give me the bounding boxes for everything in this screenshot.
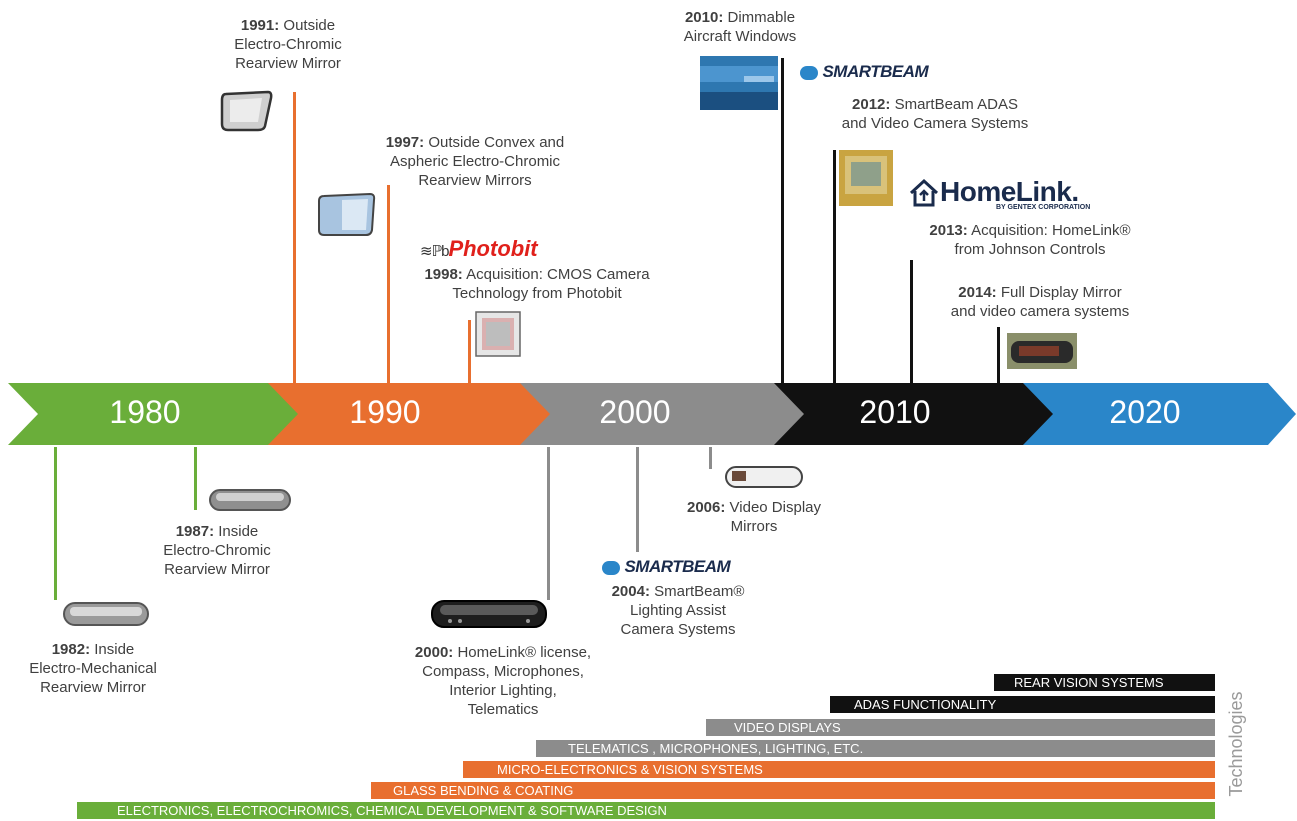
line-2006 <box>709 447 712 469</box>
event-1991: 1991: Outside Electro-Chromic Rearview M… <box>234 17 342 72</box>
event-2010: 2010: Dimmable Aircraft Windows <box>683 9 797 45</box>
decade-1990: 1990 <box>349 394 421 430</box>
smartbeam-logo-2004: SMARTBEAM <box>602 557 731 577</box>
event-1982: 1982: Inside Electro-Mechanical Rearview… <box>29 641 157 696</box>
line-2000 <box>547 447 550 600</box>
line-2004 <box>636 447 639 552</box>
event-1997: 1997: Outside Convex and Aspheric Electr… <box>385 134 565 189</box>
event-1998: 1998: Acquisition: CMOS Camera Technolog… <box>424 266 650 302</box>
arrow-2000 <box>520 383 806 445</box>
decade-1980: 1980 <box>109 394 181 430</box>
tech-bar-rear-vision: REAR VISION SYSTEMS <box>994 674 1215 691</box>
adas-camera-2012-icon <box>839 150 893 206</box>
tech-bar-telematics: TELEMATICS , MICROPHONES, LIGHTING, ETC. <box>536 740 1215 757</box>
decade-2010: 2010 <box>859 394 931 430</box>
line-2010 <box>781 58 784 384</box>
tech-bar-glass-bending: GLASS BENDING & COATING <box>371 782 1215 799</box>
outside-mirror-1991-icon <box>220 90 273 132</box>
technologies-label: Technologies <box>1226 691 1246 797</box>
event-1987: 1987: Inside Electro-Chromic Rearview Mi… <box>163 523 271 578</box>
line-1982 <box>54 447 57 600</box>
event-2004: 2004: SmartBeam® Lighting Assist Camera … <box>611 583 745 638</box>
homelink-mirror-2000-icon <box>431 600 547 628</box>
line-1997 <box>387 185 390 384</box>
event-2006: 2006: Video Display Mirrors <box>687 499 821 535</box>
homelink-logo: HomeLink. BY GENTEX CORPORATION <box>908 176 1090 211</box>
cmos-chip-1998-icon <box>475 311 521 357</box>
interior-mirror-1982-icon <box>63 602 149 626</box>
line-2014 <box>997 327 1000 384</box>
line-2012 <box>833 150 836 384</box>
arrow-1980 <box>8 383 300 445</box>
photobit-logo: ≋ℙbPhotobit <box>420 236 538 261</box>
event-2013: 2013: Acquisition: HomeLink® from Johnso… <box>929 222 1131 258</box>
tech-bar-video-displays: VIDEO DISPLAYS <box>706 719 1215 736</box>
event-2012: 2012: SmartBeam ADAS and Video Camera Sy… <box>841 96 1029 132</box>
smartbeam-logo-2012: SMARTBEAM <box>800 62 929 82</box>
full-display-mirror-2014-icon <box>1007 333 1077 369</box>
event-2000: 2000: HomeLink® license, Compass, Microp… <box>414 644 592 718</box>
video-display-mirror-2006-icon <box>725 466 803 488</box>
interior-mirror-1987-icon <box>209 489 291 511</box>
outside-mirror-1997-icon <box>318 192 376 236</box>
decade-2020: 2020 <box>1109 394 1181 430</box>
aircraft-window-2010-icon <box>700 56 778 110</box>
line-1987 <box>194 447 197 510</box>
arrow-2010 <box>774 383 1055 445</box>
tech-bar-adas: ADAS FUNCTIONALITY <box>830 696 1215 713</box>
decade-2000: 2000 <box>599 394 671 430</box>
house-icon <box>909 178 939 207</box>
arrow-2020 <box>1023 383 1296 445</box>
line-1998 <box>468 320 471 384</box>
tech-bar-electronics: ELECTRONICS, ELECTROCHROMICS, CHEMICAL D… <box>77 802 1215 819</box>
line-1991 <box>293 92 296 384</box>
line-2013 <box>910 260 913 384</box>
event-2014: 2014: Full Display Mirror and video came… <box>950 284 1130 320</box>
tech-bar-micro-electronics: MICRO-ELECTRONICS & VISION SYSTEMS <box>463 761 1215 778</box>
arrow-1990 <box>268 383 552 445</box>
